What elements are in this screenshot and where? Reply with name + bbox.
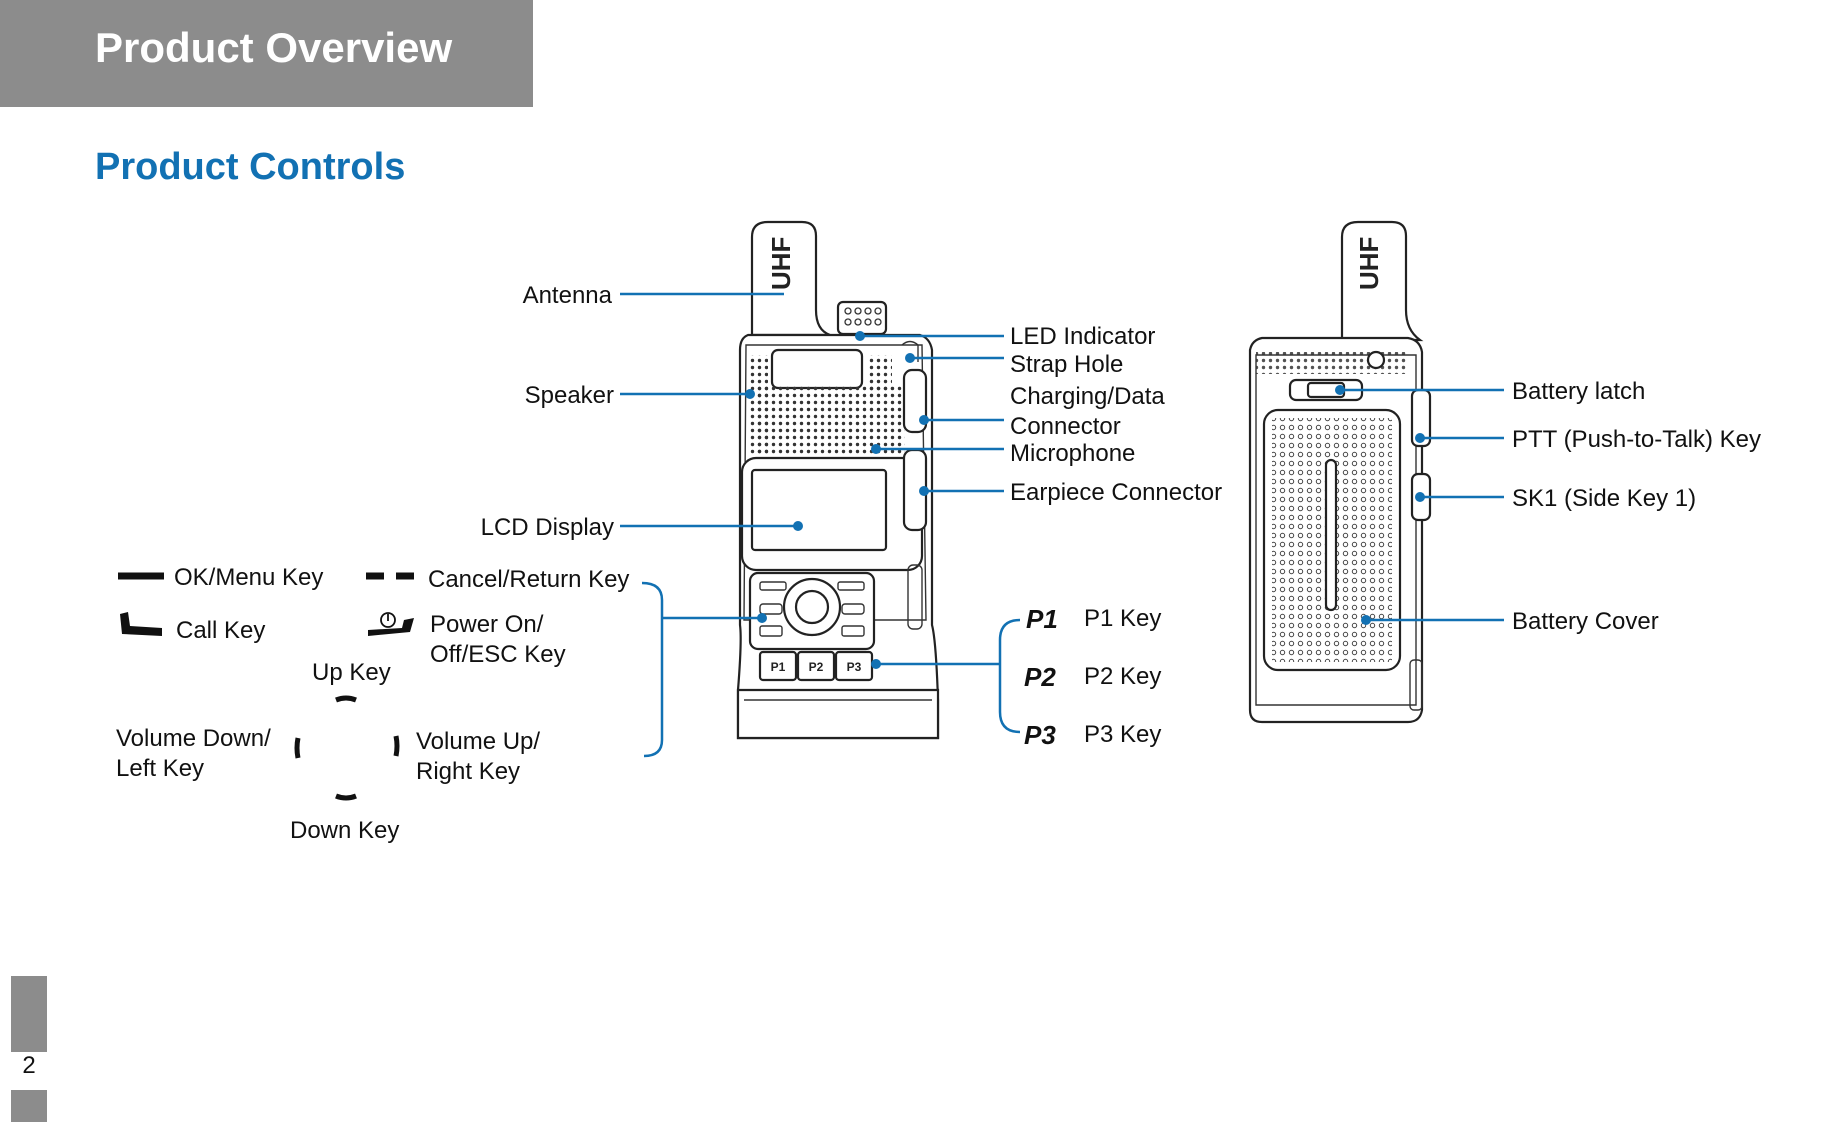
page-tab-marker-bottom [11, 1090, 47, 1122]
cancel-return-key-label: Cancel/Return Key [428, 566, 629, 593]
p3-key-label: P3 Key [1084, 721, 1161, 748]
p1-key-icon: P1 [1026, 604, 1058, 634]
volume-down-label-line2: Left Key [116, 755, 204, 782]
microphone-label: Microphone [1010, 440, 1135, 467]
page-number: 2 [22, 1052, 36, 1079]
back-callouts: Battery latch PTT (Push-to-Talk) Key SK1… [1335, 378, 1761, 635]
up-key-icon [335, 695, 357, 703]
svg-text:P1: P1 [771, 660, 786, 674]
ok-menu-key-label: OK/Menu Key [174, 564, 323, 591]
speaker-label: Speaker [525, 382, 614, 409]
left-key-icon [294, 737, 301, 759]
volume-up-label-line2: Right Key [416, 758, 520, 785]
p2-key-label: P2 Key [1084, 663, 1161, 690]
volume-down-label-line1: Volume Down/ [116, 725, 271, 752]
ptt-key-label: PTT (Push-to-Talk) Key [1512, 426, 1761, 453]
down-key-icon [335, 793, 357, 801]
front-callouts: Antenna Speaker LCD Display LED Indicato… [481, 282, 1222, 758]
down-key-label: Down Key [290, 817, 399, 844]
power-key-label-line1: Power On/ [430, 611, 544, 638]
charging-connector-label-line1: Charging/Data [1010, 383, 1165, 410]
call-key-icon [120, 612, 162, 636]
p2-key-icon: P2 [1024, 662, 1056, 692]
lcd-display-label: LCD Display [481, 514, 614, 541]
p1-key-label: P1 Key [1084, 605, 1161, 632]
battery-cover-label: Battery Cover [1512, 608, 1659, 635]
page-header-title: Product Overview [95, 24, 453, 71]
band-label: UHF [766, 237, 796, 290]
svg-text:P3: P3 [847, 660, 862, 674]
led-indicator-label: LED Indicator [1010, 323, 1155, 350]
keypad-legend: OK/Menu Key Cancel/Return Key Call Key P… [116, 564, 629, 844]
front-radio-illustration: UHF P1 P2 P3 [736, 220, 940, 740]
up-key-label: Up Key [312, 659, 391, 686]
call-key-label: Call Key [176, 617, 265, 644]
right-key-icon [393, 735, 400, 757]
header-bar [0, 0, 533, 107]
power-key-label-line2: Off/ESC Key [430, 641, 566, 668]
battery-latch-label: Battery latch [1512, 378, 1645, 405]
section-title: Product Controls [95, 146, 406, 188]
svg-text:P2: P2 [809, 660, 824, 674]
sk1-key-label: SK1 (Side Key 1) [1512, 485, 1696, 512]
earpiece-connector-label: Earpiece Connector [1010, 479, 1222, 506]
strap-hole-label: Strap Hole [1010, 351, 1123, 378]
volume-up-label-line1: Volume Up/ [416, 728, 540, 755]
charging-connector-label-line2: Connector [1010, 413, 1121, 440]
page-tab-marker [11, 976, 47, 1052]
svg-text:UHF: UHF [1354, 237, 1384, 290]
power-key-icon [368, 618, 414, 636]
back-radio-illustration: UHF [1248, 220, 1432, 724]
p-keys-legend: P1 P1 Key P2 P2 Key P3 P3 Key [1024, 604, 1161, 750]
antenna-label: Antenna [523, 282, 613, 309]
p3-key-icon: P3 [1024, 720, 1056, 750]
